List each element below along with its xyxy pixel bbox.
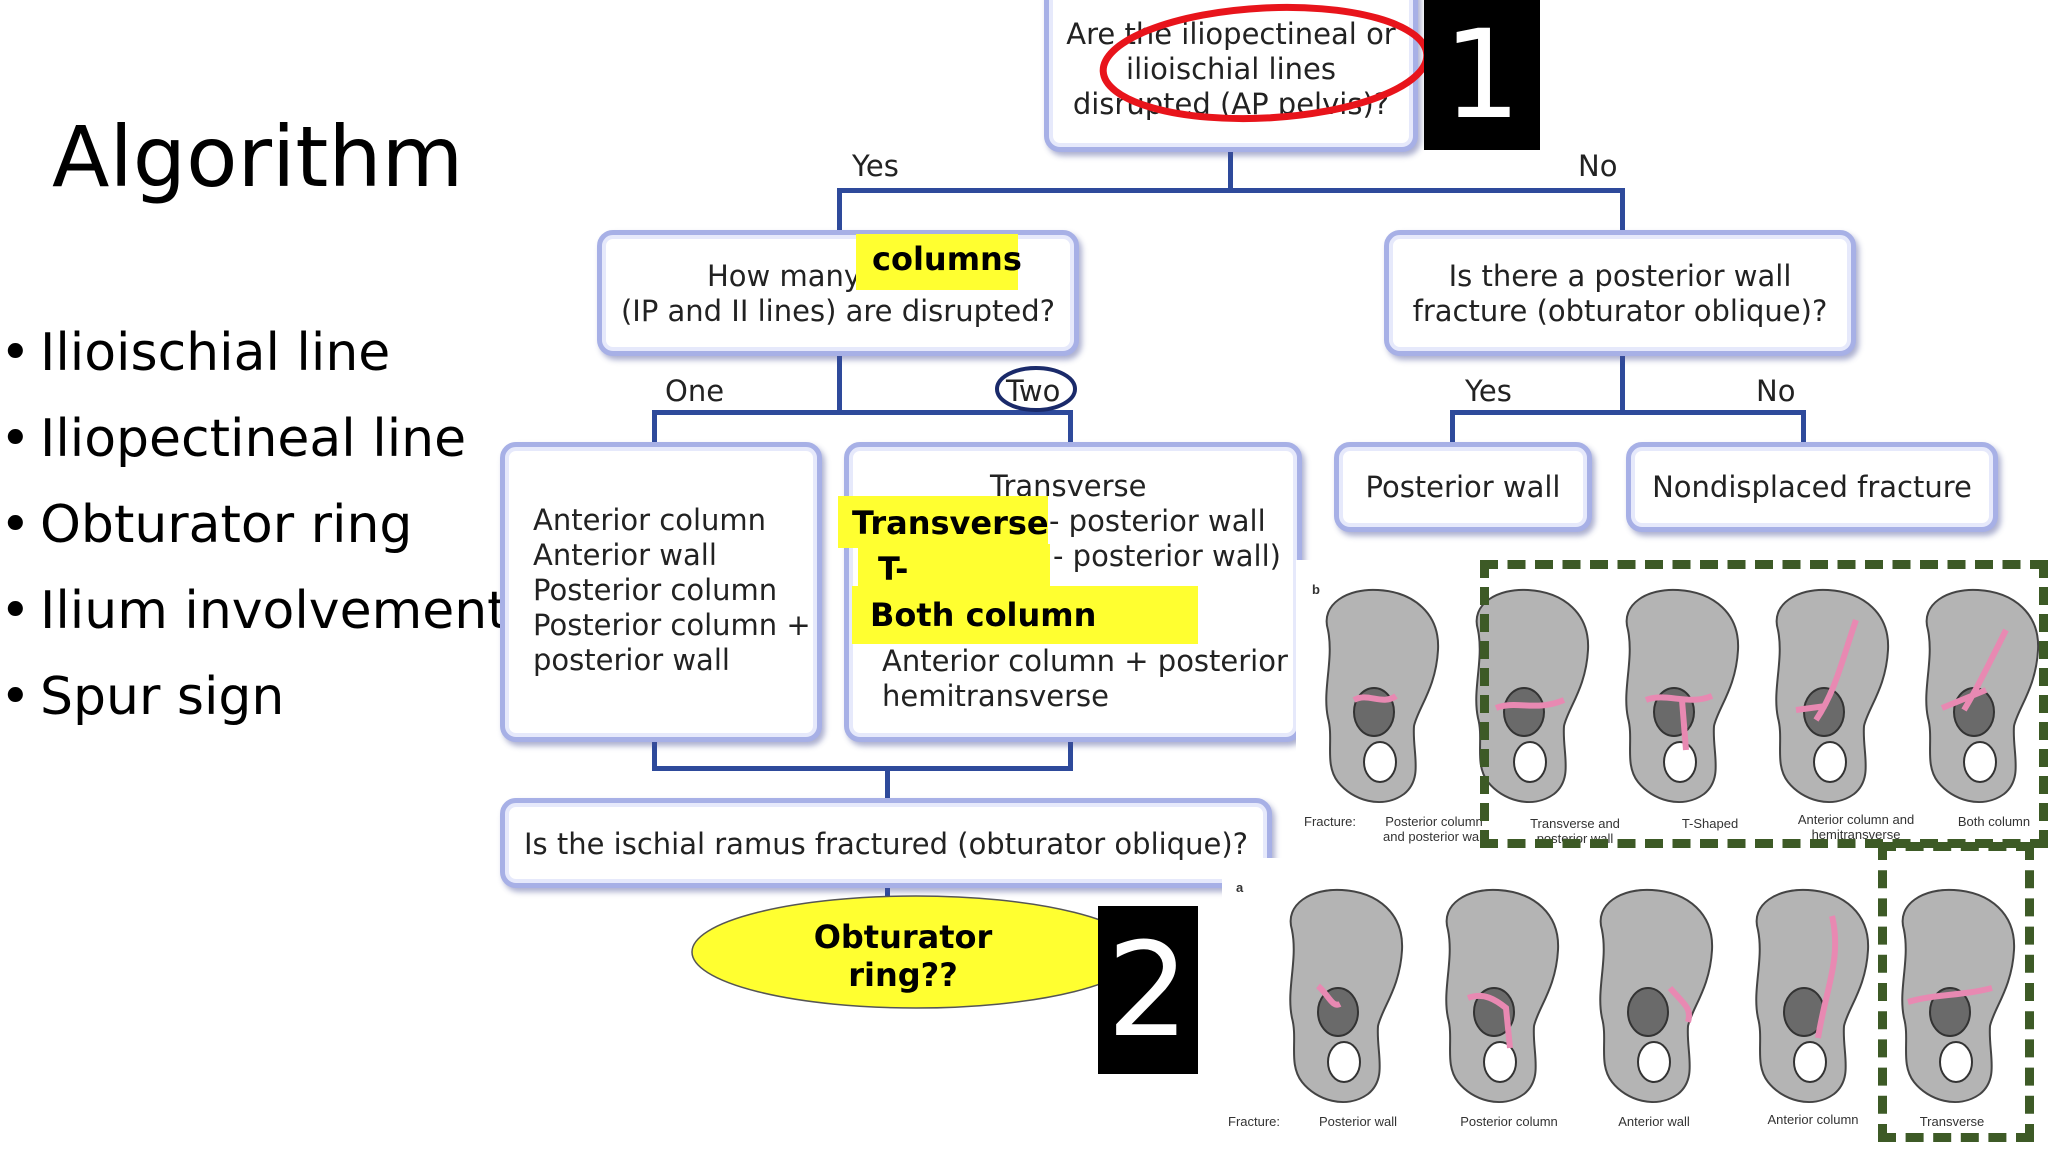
one-column-box: Anterior column Anterior wall Posterior … xyxy=(500,442,822,742)
no-label-2: No xyxy=(1756,374,1796,408)
figure-b-caption: T-Shaped xyxy=(1660,816,1760,831)
two-list-hemitransverse: hemitransverse xyxy=(882,679,1109,713)
nondisplaced-label: Nondisplaced fracture xyxy=(1652,470,1972,504)
figure-b-fracture-label: Fracture: xyxy=(1304,814,1357,829)
yes-label: Yes xyxy=(852,149,899,183)
one-list-item: posterior wall xyxy=(533,643,730,677)
figure-b-caption: Both column xyxy=(1944,814,2044,829)
figure-b-label: b xyxy=(1312,582,1320,597)
two-list-anterior-plus: Anterior column + posterior xyxy=(882,644,1288,678)
step-badge-1: 1 xyxy=(1424,0,1540,150)
figure-a-panel: a Fracture: Posterior wall Posterior col… xyxy=(1222,858,2048,1152)
connector-line xyxy=(1228,150,1233,190)
figure-a-fracture-label: Fracture: xyxy=(1228,1114,1281,1129)
connector-line xyxy=(652,738,657,770)
posterior-wall-label: Posterior wall xyxy=(1365,470,1561,504)
one-list-item: Anterior column xyxy=(533,503,767,537)
connector-line xyxy=(837,352,842,412)
top-question-line2: ilioischial lines xyxy=(1126,52,1336,86)
connector-line xyxy=(1620,352,1625,412)
figure-b-caption: Anterior column and hemitransverse xyxy=(1786,812,1926,842)
obturator-ring-label: Obturator ring?? xyxy=(813,918,993,994)
both-column-highlight: Both column xyxy=(852,586,1198,644)
caption-line: Posterior column xyxy=(1385,814,1483,829)
posterior-wall-question-box: Is there a posterior wall fracture (obtu… xyxy=(1384,230,1856,356)
bullet-list: Ilioischial line Iliopectineal line Obtu… xyxy=(0,310,508,740)
connector-line xyxy=(1620,188,1625,233)
t-shaped-highlight: T- shaped xyxy=(858,544,1050,626)
transverse-highlight: Transverse xyxy=(838,496,1049,548)
bullet-item: Ilioischial line xyxy=(0,310,508,396)
pelvis-illustrations-b xyxy=(1325,588,2040,804)
posterior-wall-question-line1: Is there a posterior wall xyxy=(1448,259,1792,293)
bullet-item: Spur sign xyxy=(0,654,508,740)
figure-a-caption: Posterior wall xyxy=(1318,1114,1398,1129)
connector-line xyxy=(652,410,1073,415)
posterior-wall-question-line2: fracture (obturator oblique)? xyxy=(1412,294,1828,328)
connector-line xyxy=(837,188,842,233)
caption-line: hemitransverse xyxy=(1811,827,1901,842)
caption-line: Anterior column and xyxy=(1797,812,1915,827)
figure-a-caption: Posterior column xyxy=(1460,1114,1558,1129)
one-list-item: Posterior column + xyxy=(533,608,811,642)
figure-a-caption: Transverse xyxy=(1919,1114,1985,1129)
connector-line xyxy=(837,188,1625,193)
caption-line: T-Shaped xyxy=(1681,816,1739,831)
connector-line xyxy=(1801,410,1806,446)
figure-b-caption: Posterior column and posterior wall xyxy=(1372,814,1496,844)
connector-line xyxy=(652,766,1073,771)
connector-line xyxy=(1068,738,1073,770)
two-label: Two xyxy=(1006,374,1061,408)
columns-question-line1: How many xyxy=(707,259,862,293)
caption-line: Both column xyxy=(1957,814,2031,829)
nondisplaced-box: Nondisplaced fracture xyxy=(1626,442,1998,532)
step-badge-2: 2 xyxy=(1098,906,1198,1074)
dashed-highlight-box xyxy=(1480,560,2048,848)
columns-question-box: How many (IP and II lines) are disrupted… xyxy=(597,230,1079,356)
caption-line: Transverse and xyxy=(1530,816,1620,831)
columns-highlight: columns xyxy=(856,234,1022,290)
one-list-item: Posterior column xyxy=(533,573,778,607)
one-label: One xyxy=(665,374,725,408)
connector-line xyxy=(1450,410,1806,415)
connector-line xyxy=(652,410,657,446)
two-circle-annotation xyxy=(995,366,1077,412)
bullet-item: Iliopectineal line xyxy=(0,396,508,482)
columns-question-line2: (IP and II lines) are disrupted? xyxy=(620,294,1056,328)
posterior-wall-box: Posterior wall xyxy=(1334,442,1592,532)
caption-line: and posterior wall xyxy=(1383,829,1485,844)
ischial-question-box: Is the ischial ramus fractured (obturato… xyxy=(500,798,1272,888)
pelvis-illustrations-a xyxy=(1289,888,2016,1104)
figure-a-caption: Anterior wall xyxy=(1618,1114,1690,1129)
two-list-plus-posterior-wall: - posterior wall xyxy=(1049,504,1266,538)
figure-a-label: a xyxy=(1236,880,1244,895)
ischial-question: Is the ischial ramus fractured (obturato… xyxy=(523,827,1249,861)
no-label: No xyxy=(1578,149,1618,183)
bullet-item: Ilium involvement xyxy=(0,568,508,654)
connector-line xyxy=(1068,410,1073,446)
red-circle-annotation xyxy=(1099,3,1431,123)
figure-a-caption: Anterior column xyxy=(1767,1112,1859,1127)
two-list-posterior-wall-paren: - posterior wall) xyxy=(1053,539,1281,573)
yes-label-2: Yes xyxy=(1465,374,1512,408)
bullet-item: Obturator ring xyxy=(0,482,508,568)
figure-b-panel: b Fracture: Posterior column and posteri… xyxy=(1296,560,2048,866)
connector-line xyxy=(1450,410,1455,446)
dashed-highlight-box xyxy=(1878,842,2034,1142)
slide-title: Algorithm xyxy=(52,108,464,206)
one-list-item: Anterior wall xyxy=(533,538,717,572)
connector-line xyxy=(885,766,890,802)
